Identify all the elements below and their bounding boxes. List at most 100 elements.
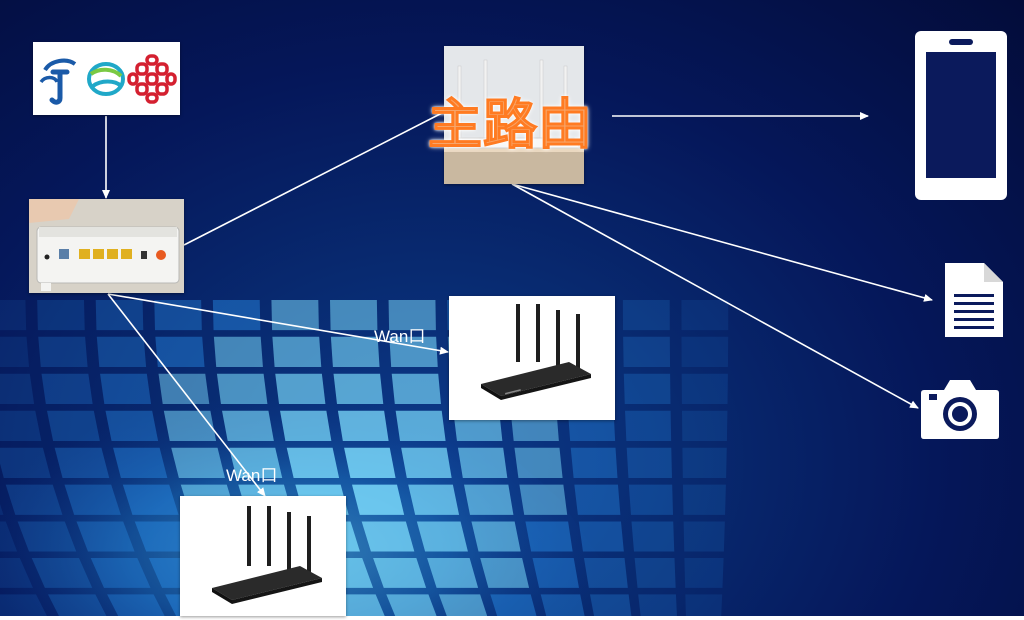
grid-cell <box>213 336 263 368</box>
grid-cell <box>638 594 677 616</box>
grid-cell <box>634 558 676 588</box>
grid-cell <box>222 410 274 442</box>
grid-cell <box>622 300 670 331</box>
secondary-router-image-b <box>180 496 346 616</box>
grid-cell <box>395 410 446 442</box>
grid-cell <box>54 447 110 479</box>
china-unicom-logo <box>127 54 177 104</box>
grid-cell <box>0 503 4 515</box>
grid-cell <box>589 594 632 616</box>
grid-cell <box>0 447 51 479</box>
grid-cell <box>631 521 675 552</box>
document-icon <box>944 262 1004 338</box>
grid-cell <box>623 373 671 405</box>
grid-cell <box>90 558 151 588</box>
grid-cell <box>0 373 35 405</box>
grid-cell <box>113 447 168 479</box>
grid-cell <box>386 594 437 616</box>
grid-cell <box>628 484 674 515</box>
grid-cell <box>0 521 18 552</box>
grid-cell <box>625 410 672 442</box>
grid-cell <box>681 336 729 368</box>
grid-cell <box>275 373 326 405</box>
grid-cell <box>333 373 384 405</box>
china-mobile-logo <box>87 62 125 96</box>
grid-cell <box>46 410 100 442</box>
grid-cell <box>438 594 488 616</box>
grid-cell <box>100 373 152 405</box>
grid-cell <box>47 594 107 616</box>
grid-cell <box>76 521 135 552</box>
grid-cell <box>684 558 724 588</box>
grid-cell <box>212 300 261 331</box>
china-telecom-logo <box>39 58 77 105</box>
grid-cell <box>427 558 479 588</box>
grid-cell <box>373 558 427 588</box>
grid-cell <box>681 373 728 405</box>
grid-cell <box>578 521 624 552</box>
grid-cell <box>0 594 47 616</box>
grid-cell <box>122 484 179 515</box>
grid-cell <box>64 484 121 515</box>
grid-cell <box>408 484 460 515</box>
phone-icon <box>914 30 1008 201</box>
grid-cell <box>95 300 144 331</box>
grid-cell <box>171 447 225 479</box>
main-router-image <box>444 46 584 184</box>
grid-cell <box>107 594 165 616</box>
grid-cell <box>525 521 573 552</box>
grid-cell <box>0 300 27 331</box>
grid-cell <box>272 336 322 368</box>
grid-cell <box>280 410 332 442</box>
grid-cell <box>337 410 389 442</box>
grid-cell <box>416 521 468 552</box>
grid-cell <box>216 373 268 405</box>
grid-cell <box>0 558 33 588</box>
isp-logos-card <box>33 42 180 115</box>
grid-cell <box>490 594 537 616</box>
grid-cell <box>134 521 193 552</box>
grid-cell <box>17 521 77 552</box>
grid-cell <box>0 410 42 442</box>
grid-cell <box>155 336 205 368</box>
grid-cell <box>682 484 726 515</box>
grid-cell <box>480 558 530 588</box>
grid-cell <box>5 484 63 515</box>
grid-cell <box>163 410 217 442</box>
grid-cell <box>540 594 585 616</box>
secondary-router-image-a <box>449 296 615 420</box>
grid-cell <box>519 484 568 515</box>
grid-cell <box>682 447 727 479</box>
grid-cell <box>681 410 728 442</box>
grid-cell <box>158 373 210 405</box>
grid-cell <box>685 594 723 616</box>
grid-cell <box>583 558 628 588</box>
grid-cell <box>532 558 579 588</box>
grid-cell <box>457 447 508 479</box>
grid-cell <box>330 300 378 331</box>
grid-cell <box>38 336 88 368</box>
grid-cell <box>391 373 441 405</box>
grid-cell <box>623 336 671 368</box>
main-router-label: 主路由 <box>427 92 593 156</box>
grid-cell <box>681 300 729 331</box>
grid-cell <box>96 336 147 368</box>
grid-cell <box>514 447 563 479</box>
grid-cell <box>574 484 621 515</box>
grid-cell <box>626 447 672 479</box>
grid-cell <box>361 521 415 552</box>
grid-cell <box>570 447 618 479</box>
grid-cell <box>105 410 159 442</box>
grid-cell <box>154 300 202 331</box>
grid-cell <box>330 336 380 368</box>
grid-cell <box>683 521 725 552</box>
grid-cell <box>351 484 405 515</box>
grid-cell <box>471 521 521 552</box>
grid-cell <box>31 558 93 588</box>
grid-cell <box>464 484 514 515</box>
optical-modem-image <box>29 199 184 293</box>
wan-port-label-b: Wan口 <box>226 466 278 485</box>
wan-port-label-a: Wan口 <box>374 327 426 346</box>
grid-cell <box>41 373 93 405</box>
grid-cell <box>401 447 452 479</box>
